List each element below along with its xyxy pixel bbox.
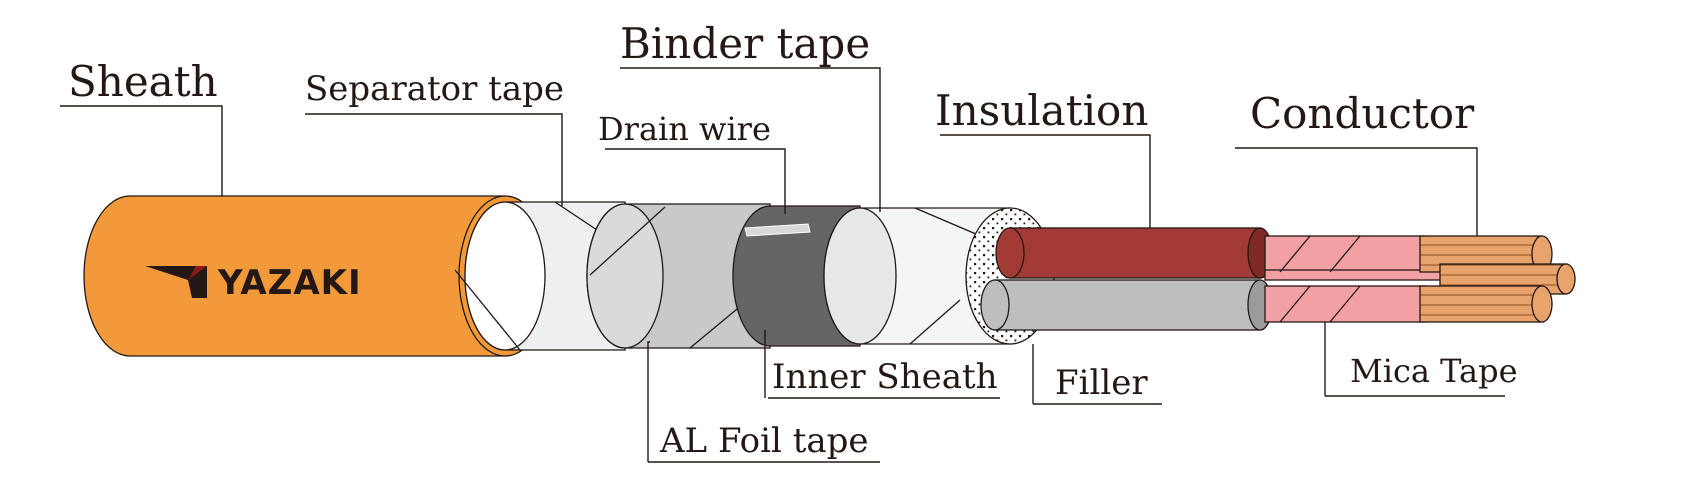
label-inner-sheath: Inner Sheath	[772, 357, 998, 397]
label-mica-tape: Mica Tape	[1350, 352, 1518, 390]
insulation-grey-core	[980, 279, 1273, 331]
insulation-red-core	[995, 227, 1273, 279]
conductor-strands	[1419, 235, 1576, 323]
label-insulation: Insulation	[935, 86, 1148, 135]
drain-wire	[744, 223, 811, 237]
label-al-foil-tape: AL Foil tape	[659, 421, 869, 461]
al-foil-tape-layer	[586, 203, 771, 349]
yazaki-logo: YAZAKI	[145, 263, 362, 303]
label-filler: Filler	[1055, 363, 1148, 403]
mica-tape	[1264, 235, 1446, 323]
label-drain-wire: Drain wire	[598, 110, 771, 148]
label-sheath: Sheath	[68, 57, 218, 106]
leader-lines	[60, 67, 1505, 463]
label-conductor: Conductor	[1250, 89, 1475, 138]
label-binder-tape: Binder tape	[620, 19, 870, 68]
separator-tape-layer	[454, 201, 626, 351]
inner-sheath-layer	[732, 205, 861, 347]
binder-tape-layer	[823, 207, 1011, 345]
label-separator-tape: Separator tape	[305, 69, 564, 109]
yazaki-logo-text: YAZAKI	[217, 263, 362, 303]
